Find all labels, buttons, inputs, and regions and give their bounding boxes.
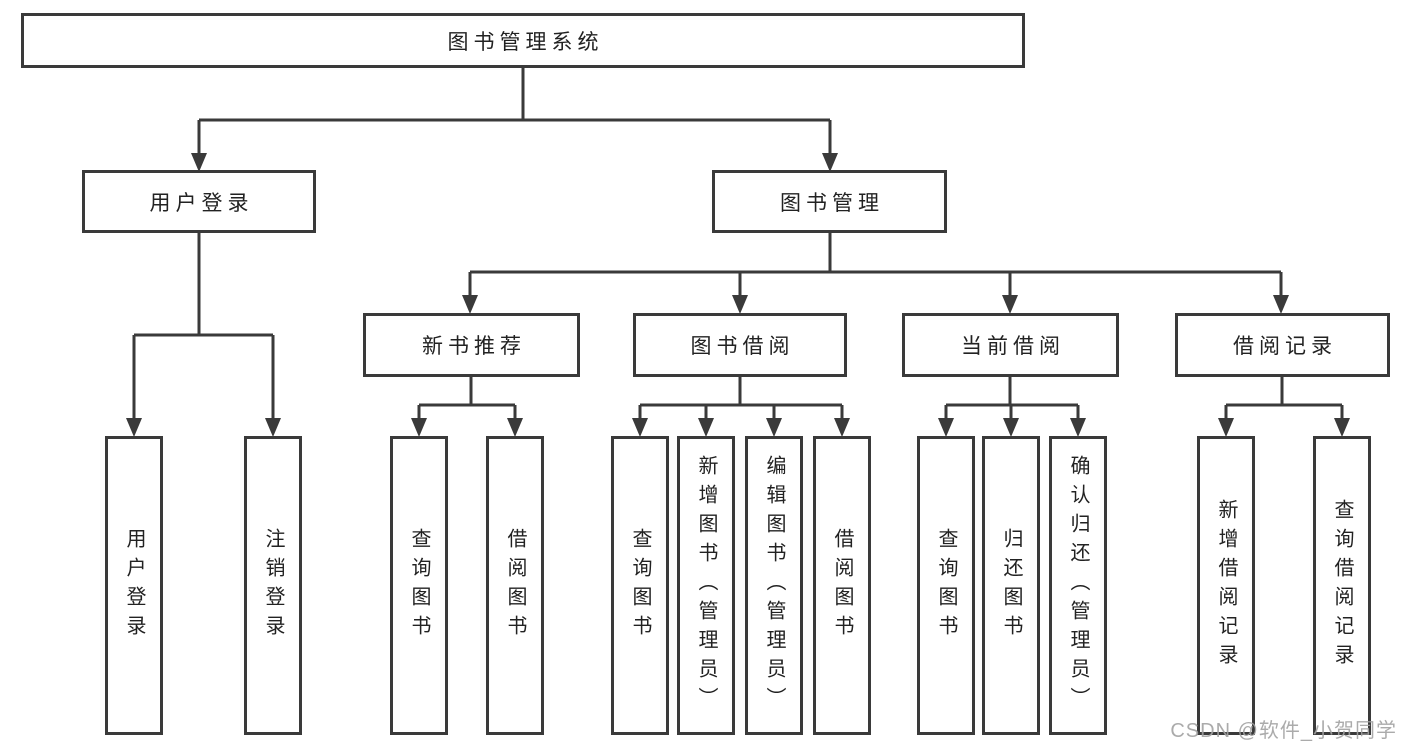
leaf-borrow-books-recommend-label: 借阅图书	[504, 527, 526, 644]
node-current-borrowing: 当前借阅	[902, 313, 1119, 377]
connector-login-to-leaves	[132, 233, 275, 421]
node-new-book-recommend: 新书推荐	[363, 313, 580, 377]
connector-mgmt-to-groups	[468, 233, 1283, 298]
leaf-query-borrow-record: 查询借阅记录	[1313, 436, 1371, 735]
connector-borrowing-to-leaves	[638, 377, 844, 421]
leaf-user-login: 用户登录	[105, 436, 163, 735]
leaf-confirm-return-admin: 确认归还（管理员）	[1049, 436, 1107, 735]
node-library-management-system: 图书管理系统	[21, 13, 1025, 68]
leaf-add-borrow-record: 新增借阅记录	[1197, 436, 1255, 735]
leaf-add-book-admin: 新增图书（管理员）	[677, 436, 735, 735]
leaf-borrow-books-borrowing-label: 借阅图书	[831, 527, 853, 644]
leaf-add-book-admin-label: 新增图书（管理员）	[695, 455, 717, 716]
leaf-confirm-return-admin-label: 确认归还（管理员）	[1067, 455, 1089, 716]
leaf-return-book-label: 归还图书	[1000, 527, 1022, 644]
node-book-management-branch: 图书管理	[712, 170, 947, 233]
node-borrowing-records: 借阅记录	[1175, 313, 1390, 377]
connector-current-to-leaves	[944, 377, 1080, 421]
leaf-logout-label: 注销登录	[262, 527, 284, 644]
leaf-query-books-borrowing-label: 查询图书	[629, 527, 651, 644]
leaf-return-book: 归还图书	[982, 436, 1040, 735]
leaf-edit-book-admin: 编辑图书（管理员）	[745, 436, 803, 735]
leaf-query-books-borrowing: 查询图书	[611, 436, 669, 735]
leaf-borrow-books-recommend: 借阅图书	[486, 436, 544, 735]
node-user-login-branch: 用户登录	[82, 170, 316, 233]
leaf-add-borrow-record-label: 新增借阅记录	[1215, 498, 1237, 673]
connector-root-to-level2	[197, 68, 832, 156]
connector-records-to-leaves	[1224, 377, 1344, 421]
leaf-query-books-current: 查询图书	[917, 436, 975, 735]
leaf-logout: 注销登录	[244, 436, 302, 735]
leaf-query-books-recommend: 查询图书	[390, 436, 448, 735]
connector-recommend-to-leaves	[417, 377, 517, 421]
arrowheads	[126, 153, 1350, 437]
node-book-borrowing: 图书借阅	[633, 313, 847, 377]
leaf-query-books-current-label: 查询图书	[935, 527, 957, 644]
leaf-user-login-label: 用户登录	[123, 527, 145, 644]
leaf-borrow-books-borrowing: 借阅图书	[813, 436, 871, 735]
csdn-watermark: CSDN @软件_小贺同学	[1170, 720, 1397, 742]
leaf-query-borrow-record-label: 查询借阅记录	[1331, 498, 1353, 673]
leaf-query-books-recommend-label: 查询图书	[408, 527, 430, 644]
leaf-edit-book-admin-label: 编辑图书（管理员）	[763, 455, 785, 716]
